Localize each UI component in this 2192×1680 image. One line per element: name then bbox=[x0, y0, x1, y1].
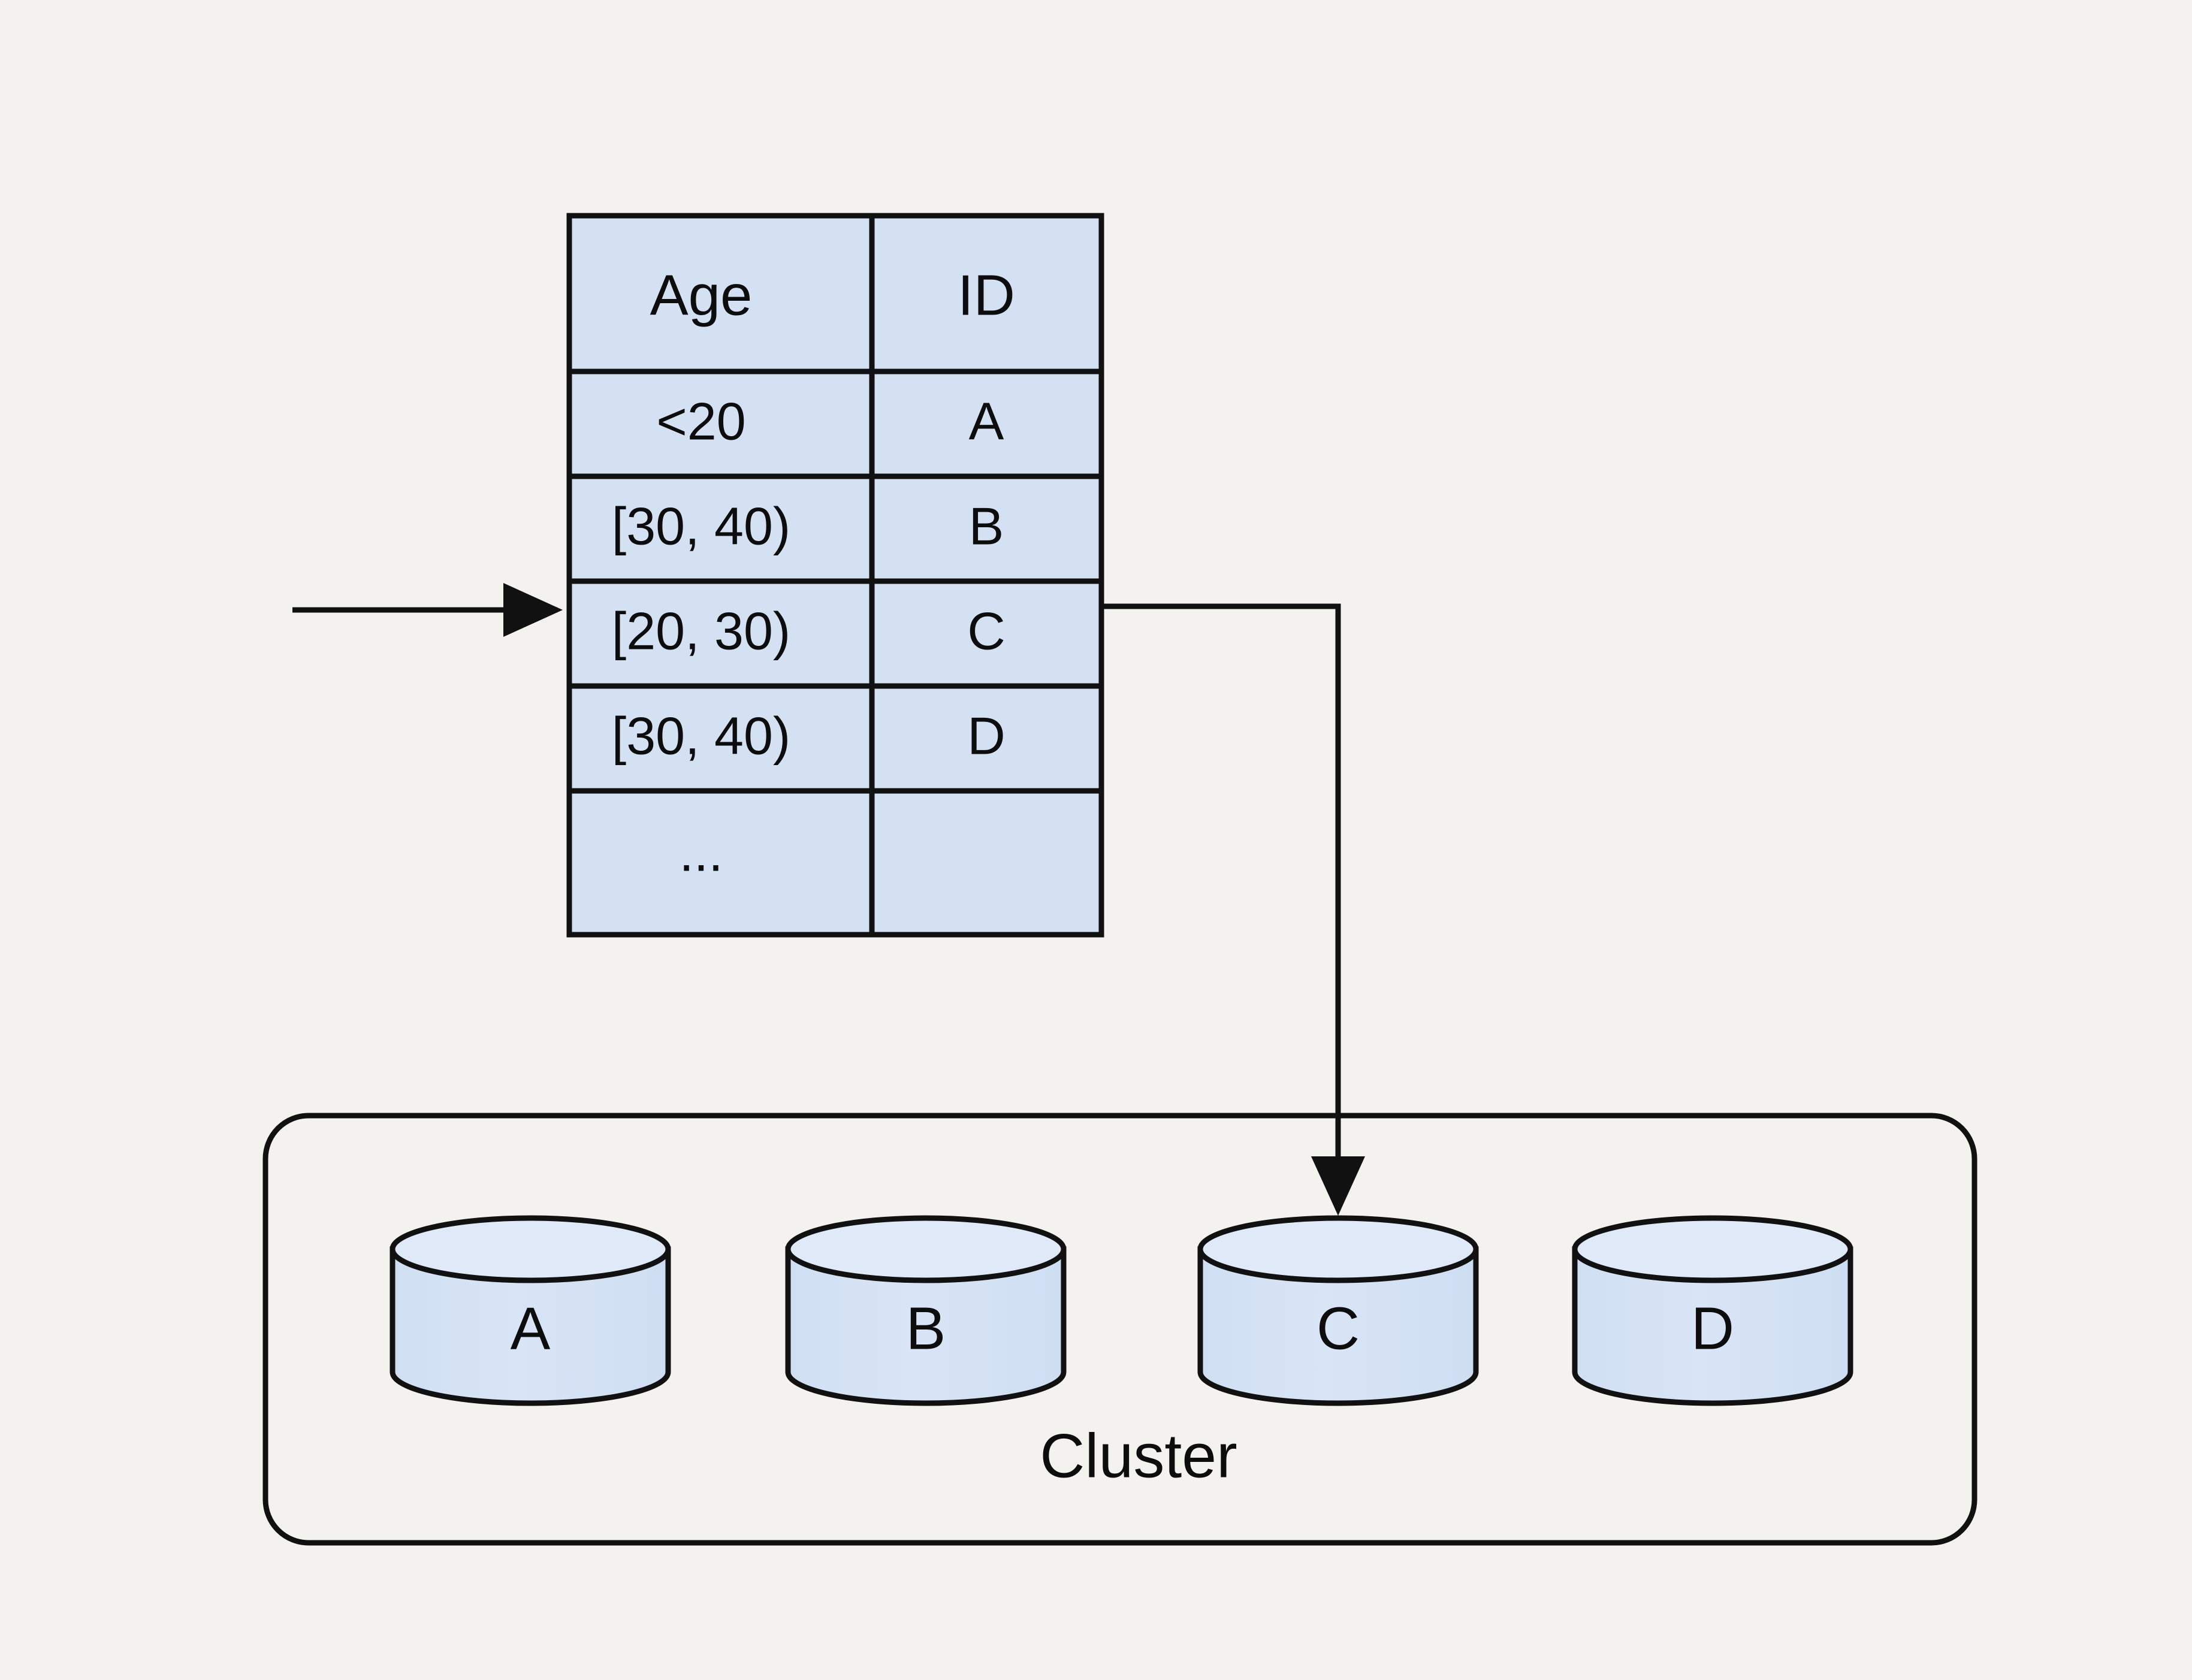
table-cell-label-age: [30, 40) bbox=[612, 496, 790, 555]
table-cell-label-id: B bbox=[969, 496, 1004, 555]
table-cell-id bbox=[869, 368, 1104, 479]
cluster-node-d[interactable]: D bbox=[1572, 1215, 1853, 1406]
table-header-row: Age ID bbox=[566, 213, 1104, 374]
cylinder-top bbox=[785, 1215, 1067, 1283]
cluster-node-label: C bbox=[1317, 1295, 1360, 1362]
table-cell-label-age: [30, 40) bbox=[612, 706, 790, 765]
cylinder-body bbox=[1197, 1246, 1479, 1406]
cluster-node-a[interactable]: A bbox=[390, 1215, 671, 1406]
table-cell-id bbox=[869, 683, 1104, 794]
lookup-connector-path bbox=[1101, 603, 1365, 1216]
routing-table: Age ID <20 A [30, 40) B [20, 30) bbox=[566, 213, 1104, 938]
cluster-node-label: B bbox=[906, 1295, 946, 1362]
cylinder-top bbox=[1197, 1215, 1479, 1283]
table-cell-label-age: [20, 30) bbox=[612, 601, 790, 660]
table-row-matched[interactable]: [20, 30) C bbox=[566, 578, 1104, 689]
cylinder-body bbox=[785, 1246, 1067, 1406]
table-cell-label-age: ... bbox=[679, 823, 723, 882]
table-row[interactable]: <20 A bbox=[566, 368, 1104, 479]
table-header-cell-age bbox=[566, 213, 875, 374]
cylinder-top bbox=[390, 1215, 671, 1283]
table-row-ellipsis: ... bbox=[566, 788, 1104, 938]
cluster-node-label: D bbox=[1691, 1295, 1734, 1362]
cylinder-body bbox=[1572, 1246, 1853, 1406]
table-header-cell-id bbox=[869, 213, 1104, 374]
lookup-to-node-c-connector bbox=[1101, 603, 1365, 1216]
cylinder-body bbox=[390, 1246, 671, 1406]
table-cell-label-id: C bbox=[967, 601, 1006, 660]
table-cell-label-id: A bbox=[969, 391, 1004, 451]
table-cell-id bbox=[869, 788, 1104, 938]
cluster-container: Cluster bbox=[262, 1113, 1977, 1546]
cylinder-top bbox=[1572, 1215, 1853, 1283]
cluster-border bbox=[262, 1113, 1977, 1546]
table-cell-label-id: D bbox=[967, 706, 1006, 765]
cluster-node-b[interactable]: B bbox=[785, 1215, 1067, 1406]
table-row[interactable]: [30, 40) B bbox=[566, 473, 1104, 584]
table-header-label-age: Age bbox=[650, 263, 753, 327]
cluster-node-c[interactable]: C bbox=[1197, 1215, 1479, 1406]
table-row[interactable]: [30, 40) D bbox=[566, 683, 1104, 794]
cluster-node-label: A bbox=[511, 1295, 551, 1362]
table-header-label-id: ID bbox=[958, 263, 1015, 327]
table-cell-label-age: <20 bbox=[656, 391, 745, 451]
cluster-label: Cluster bbox=[1040, 1421, 1237, 1491]
table-cell-id bbox=[869, 578, 1104, 689]
table-cell-id bbox=[869, 473, 1104, 584]
